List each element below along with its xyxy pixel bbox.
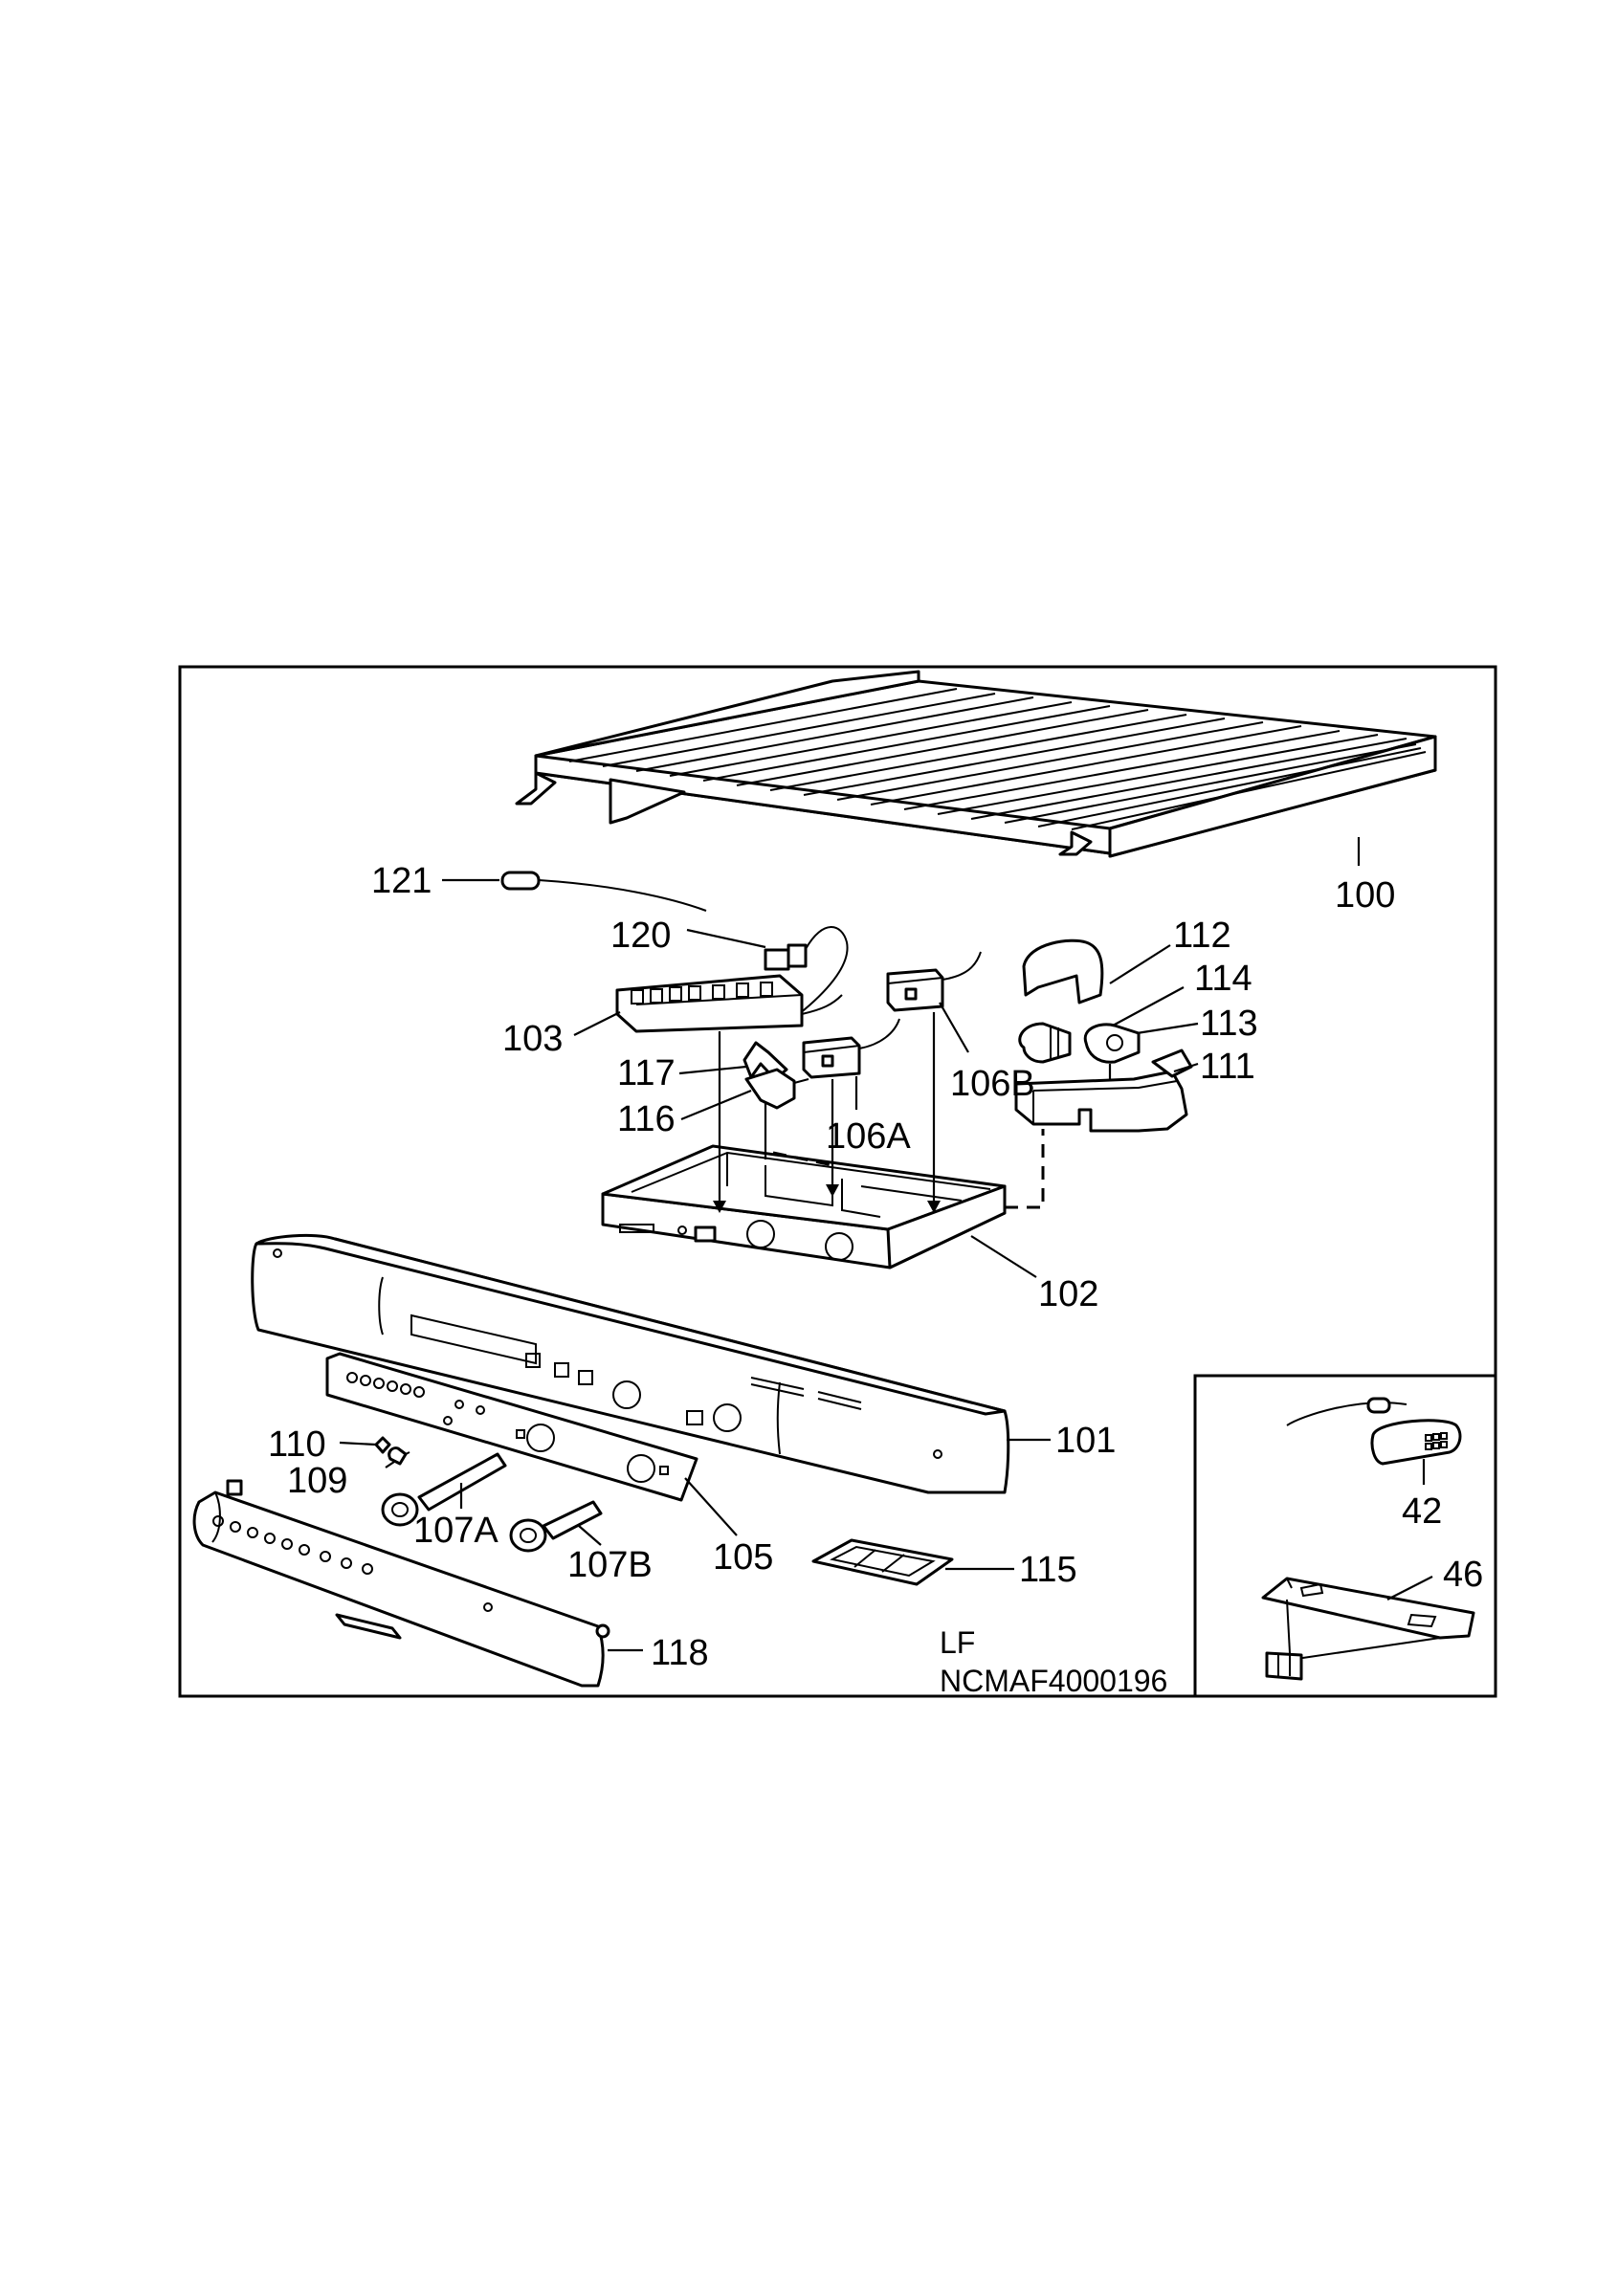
part-118-front-cover	[192, 1479, 610, 1688]
leader-lines	[339, 837, 1433, 1652]
part-106B-relay	[886, 951, 982, 1012]
part-46-bracket	[1261, 1577, 1475, 1681]
label-107B: 107B	[567, 1545, 653, 1585]
label-102: 102	[1038, 1274, 1098, 1314]
part-121-sensor	[500, 871, 707, 912]
label-116: 116	[617, 1099, 676, 1139]
inset-frame	[1193, 1374, 1496, 1696]
part-101-panel-housing	[251, 1233, 1010, 1494]
part-102-control-box	[601, 1012, 1045, 1269]
part-116-bracket	[744, 1068, 809, 1110]
label-110: 110	[268, 1424, 326, 1465]
label-101: 101	[1055, 1421, 1116, 1461]
label-120: 120	[610, 916, 671, 956]
label-115: 115	[1019, 1550, 1077, 1590]
diagram-frame	[178, 665, 1497, 1698]
label-106A: 106A	[826, 1116, 911, 1157]
label-42: 42	[1402, 1491, 1442, 1532]
part-106A-relay	[802, 1018, 900, 1079]
part-113-lamp-socket	[1083, 1023, 1141, 1064]
part-107A-shaft	[381, 1452, 507, 1527]
label-46: 46	[1443, 1555, 1483, 1595]
part-105-control-board	[325, 1352, 698, 1502]
label-117: 117	[617, 1053, 676, 1093]
label-109: 109	[287, 1461, 347, 1501]
part-120-connector	[764, 926, 849, 1015]
label-106B: 106B	[950, 1064, 1035, 1104]
part-114-bulb	[1018, 1022, 1072, 1064]
footer-code-ref: NCMAF4000196	[940, 1664, 1167, 1698]
label-118: 118	[651, 1633, 709, 1673]
label-105: 105	[713, 1537, 773, 1578]
label-103: 103	[502, 1019, 563, 1059]
label-107A: 107A	[413, 1511, 499, 1551]
part-100-shelf	[515, 670, 1437, 858]
label-100: 100	[1335, 875, 1395, 916]
label-113: 113	[1200, 1004, 1258, 1044]
part-103-terminal-block	[615, 974, 843, 1033]
label-111: 111	[1200, 1047, 1255, 1087]
label-114: 114	[1194, 959, 1252, 999]
footer-code-lf: LF	[940, 1625, 975, 1660]
part-112-lamp-cover	[1022, 938, 1104, 1004]
part-115-tray	[811, 1538, 954, 1586]
label-112: 112	[1173, 916, 1231, 956]
part-107B-shaft	[509, 1500, 603, 1553]
label-121: 121	[371, 861, 432, 901]
part-42-sensor	[1286, 1397, 1462, 1466]
part-110-knob	[374, 1436, 391, 1454]
part-109-knob	[388, 1446, 410, 1466]
